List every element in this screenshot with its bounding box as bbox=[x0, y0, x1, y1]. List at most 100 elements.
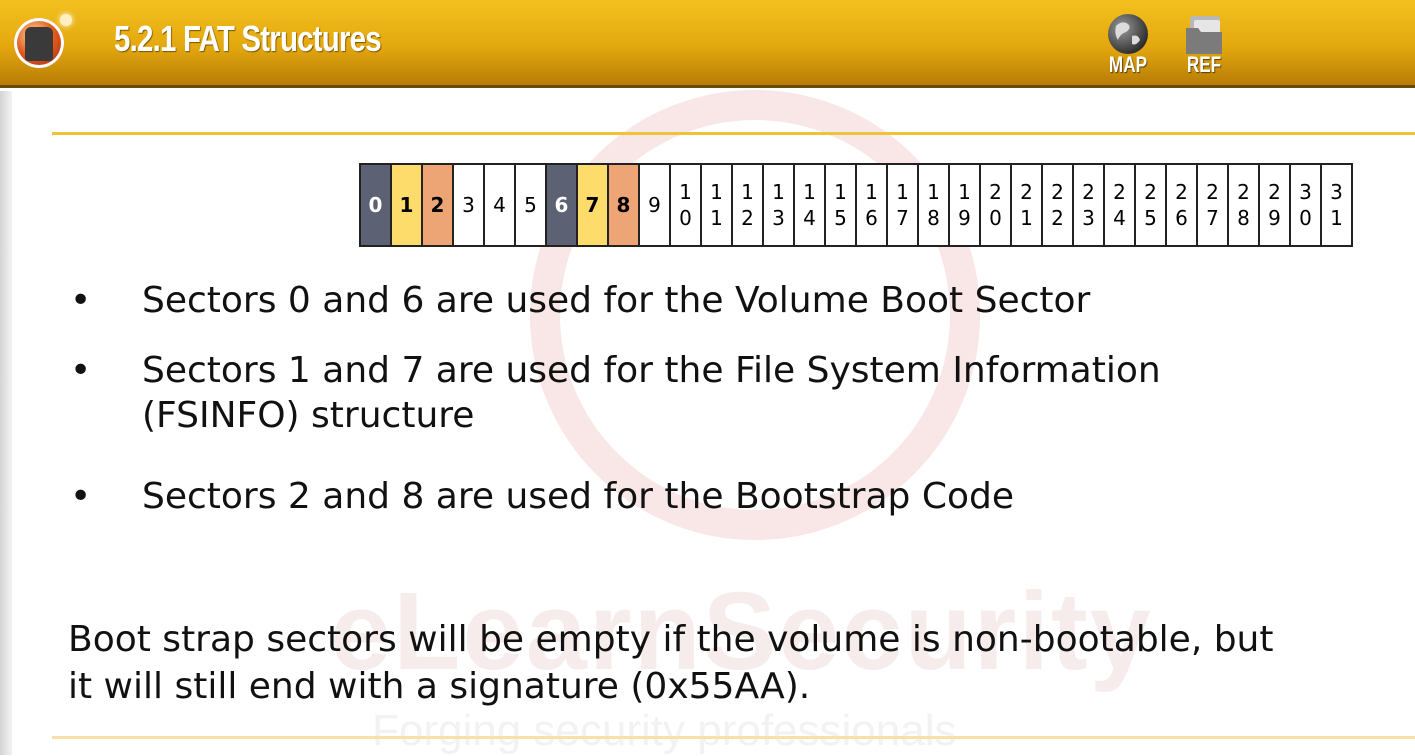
sector-digit: 3 bbox=[1082, 206, 1095, 230]
sector-digit: 4 bbox=[803, 206, 816, 230]
sector-digit: 9 bbox=[1268, 206, 1281, 230]
sector-digit: 6 bbox=[865, 206, 878, 230]
sector-digit: 0 bbox=[1299, 206, 1312, 230]
sector-digit: 5 bbox=[1144, 206, 1157, 230]
sector-digit: 1 bbox=[803, 180, 816, 204]
sector-cell-8: 8 bbox=[609, 165, 640, 245]
sector-digit: 1 bbox=[772, 180, 785, 204]
sector-cell-1: 1 bbox=[392, 165, 423, 245]
sector-digit: 7 bbox=[896, 206, 909, 230]
sector-digit: 1 bbox=[399, 193, 414, 217]
sector-digit: 2 bbox=[1113, 180, 1126, 204]
bullet-marker: • bbox=[70, 350, 92, 391]
sector-digit: 7 bbox=[1206, 206, 1219, 230]
sector-digit: 2 bbox=[989, 180, 1002, 204]
bootstrap-note: Boot strap sectors will be empty if the … bbox=[68, 616, 1408, 710]
sector-digit: 1 bbox=[1020, 206, 1033, 230]
sector-cell-5: 5 bbox=[516, 165, 547, 245]
sector-digit: 0 bbox=[679, 206, 692, 230]
sector-digit: 6 bbox=[554, 193, 569, 217]
sector-digit: 2 bbox=[1237, 180, 1250, 204]
folder-icon bbox=[1186, 16, 1222, 54]
bullet-text: Sectors 1 and 7 are used for the File Sy… bbox=[142, 350, 1161, 436]
sector-digit: 5 bbox=[834, 206, 847, 230]
sector-digit: 1 bbox=[927, 180, 940, 204]
sector-digit: 2 bbox=[741, 206, 754, 230]
sector-digit: 9 bbox=[958, 206, 971, 230]
bullet-marker: • bbox=[70, 280, 92, 321]
page-title: 5.2.1 FAT Structures bbox=[114, 18, 382, 59]
bullet-text: Sectors 2 and 8 are used for the Bootstr… bbox=[142, 476, 1014, 517]
sector-digit: 2 bbox=[1082, 180, 1095, 204]
sector-digit: 2 bbox=[1020, 180, 1033, 204]
bottom-divider bbox=[52, 736, 1415, 739]
watermark-tagline: Forging security professionals bbox=[372, 706, 957, 755]
sector-digit: 1 bbox=[710, 180, 723, 204]
left-edge-shade bbox=[0, 91, 12, 755]
sector-digit: 3 bbox=[772, 206, 785, 230]
sector-digit: 2 bbox=[1268, 180, 1281, 204]
sector-cell-3: 3 bbox=[454, 165, 485, 245]
ref-button[interactable]: REF bbox=[1176, 6, 1236, 84]
sector-digit: 4 bbox=[493, 193, 506, 217]
map-label: MAP bbox=[1108, 52, 1148, 77]
bullet-text: Sectors 0 and 6 are used for the Volume … bbox=[142, 280, 1091, 321]
sector-digit: 7 bbox=[585, 193, 600, 217]
map-button[interactable]: MAP bbox=[1100, 6, 1160, 84]
sector-digit: 0 bbox=[989, 206, 1002, 230]
sector-digit: 1 bbox=[1330, 206, 1343, 230]
sector-digit: 1 bbox=[834, 180, 847, 204]
top-divider bbox=[52, 132, 1415, 135]
bullet-marker: • bbox=[70, 476, 92, 517]
sector-digit: 2 bbox=[430, 193, 445, 217]
sector-digit: 1 bbox=[679, 180, 692, 204]
sector-cell-4: 4 bbox=[485, 165, 516, 245]
sector-digit: 8 bbox=[927, 206, 940, 230]
sector-digit: 8 bbox=[1237, 206, 1250, 230]
note-line-1: Boot strap sectors will be empty if the … bbox=[68, 619, 1274, 660]
sector-digit: 2 bbox=[1144, 180, 1157, 204]
sector-digit: 3 bbox=[1330, 180, 1343, 204]
sector-digit: 2 bbox=[1206, 180, 1219, 204]
sector-cell-0: 0 bbox=[361, 165, 392, 245]
sector-cell-7: 7 bbox=[578, 165, 609, 245]
sector-digit: 0 bbox=[368, 193, 383, 217]
sector-digit: 2 bbox=[1051, 180, 1064, 204]
ref-label: REF bbox=[1186, 52, 1222, 77]
sector-digit: 9 bbox=[648, 193, 661, 217]
sector-digit: 6 bbox=[1175, 206, 1188, 230]
note-line-2: it will still end with a signature (0x55… bbox=[68, 666, 811, 707]
watermark-brand: eLearnSecurity bbox=[330, 570, 1153, 693]
sector-digit: 4 bbox=[1113, 206, 1126, 230]
sector-cell-2: 2 bbox=[423, 165, 454, 245]
sector-digit: 1 bbox=[958, 180, 971, 204]
sector-digit: 8 bbox=[616, 193, 631, 217]
sector-digit: 1 bbox=[865, 180, 878, 204]
sector-cell-9: 9 bbox=[640, 165, 671, 245]
sector-cell-6: 6 bbox=[547, 165, 578, 245]
sector-digit: 5 bbox=[524, 193, 537, 217]
sector-digit: 3 bbox=[1299, 180, 1312, 204]
sector-digit: 1 bbox=[896, 180, 909, 204]
